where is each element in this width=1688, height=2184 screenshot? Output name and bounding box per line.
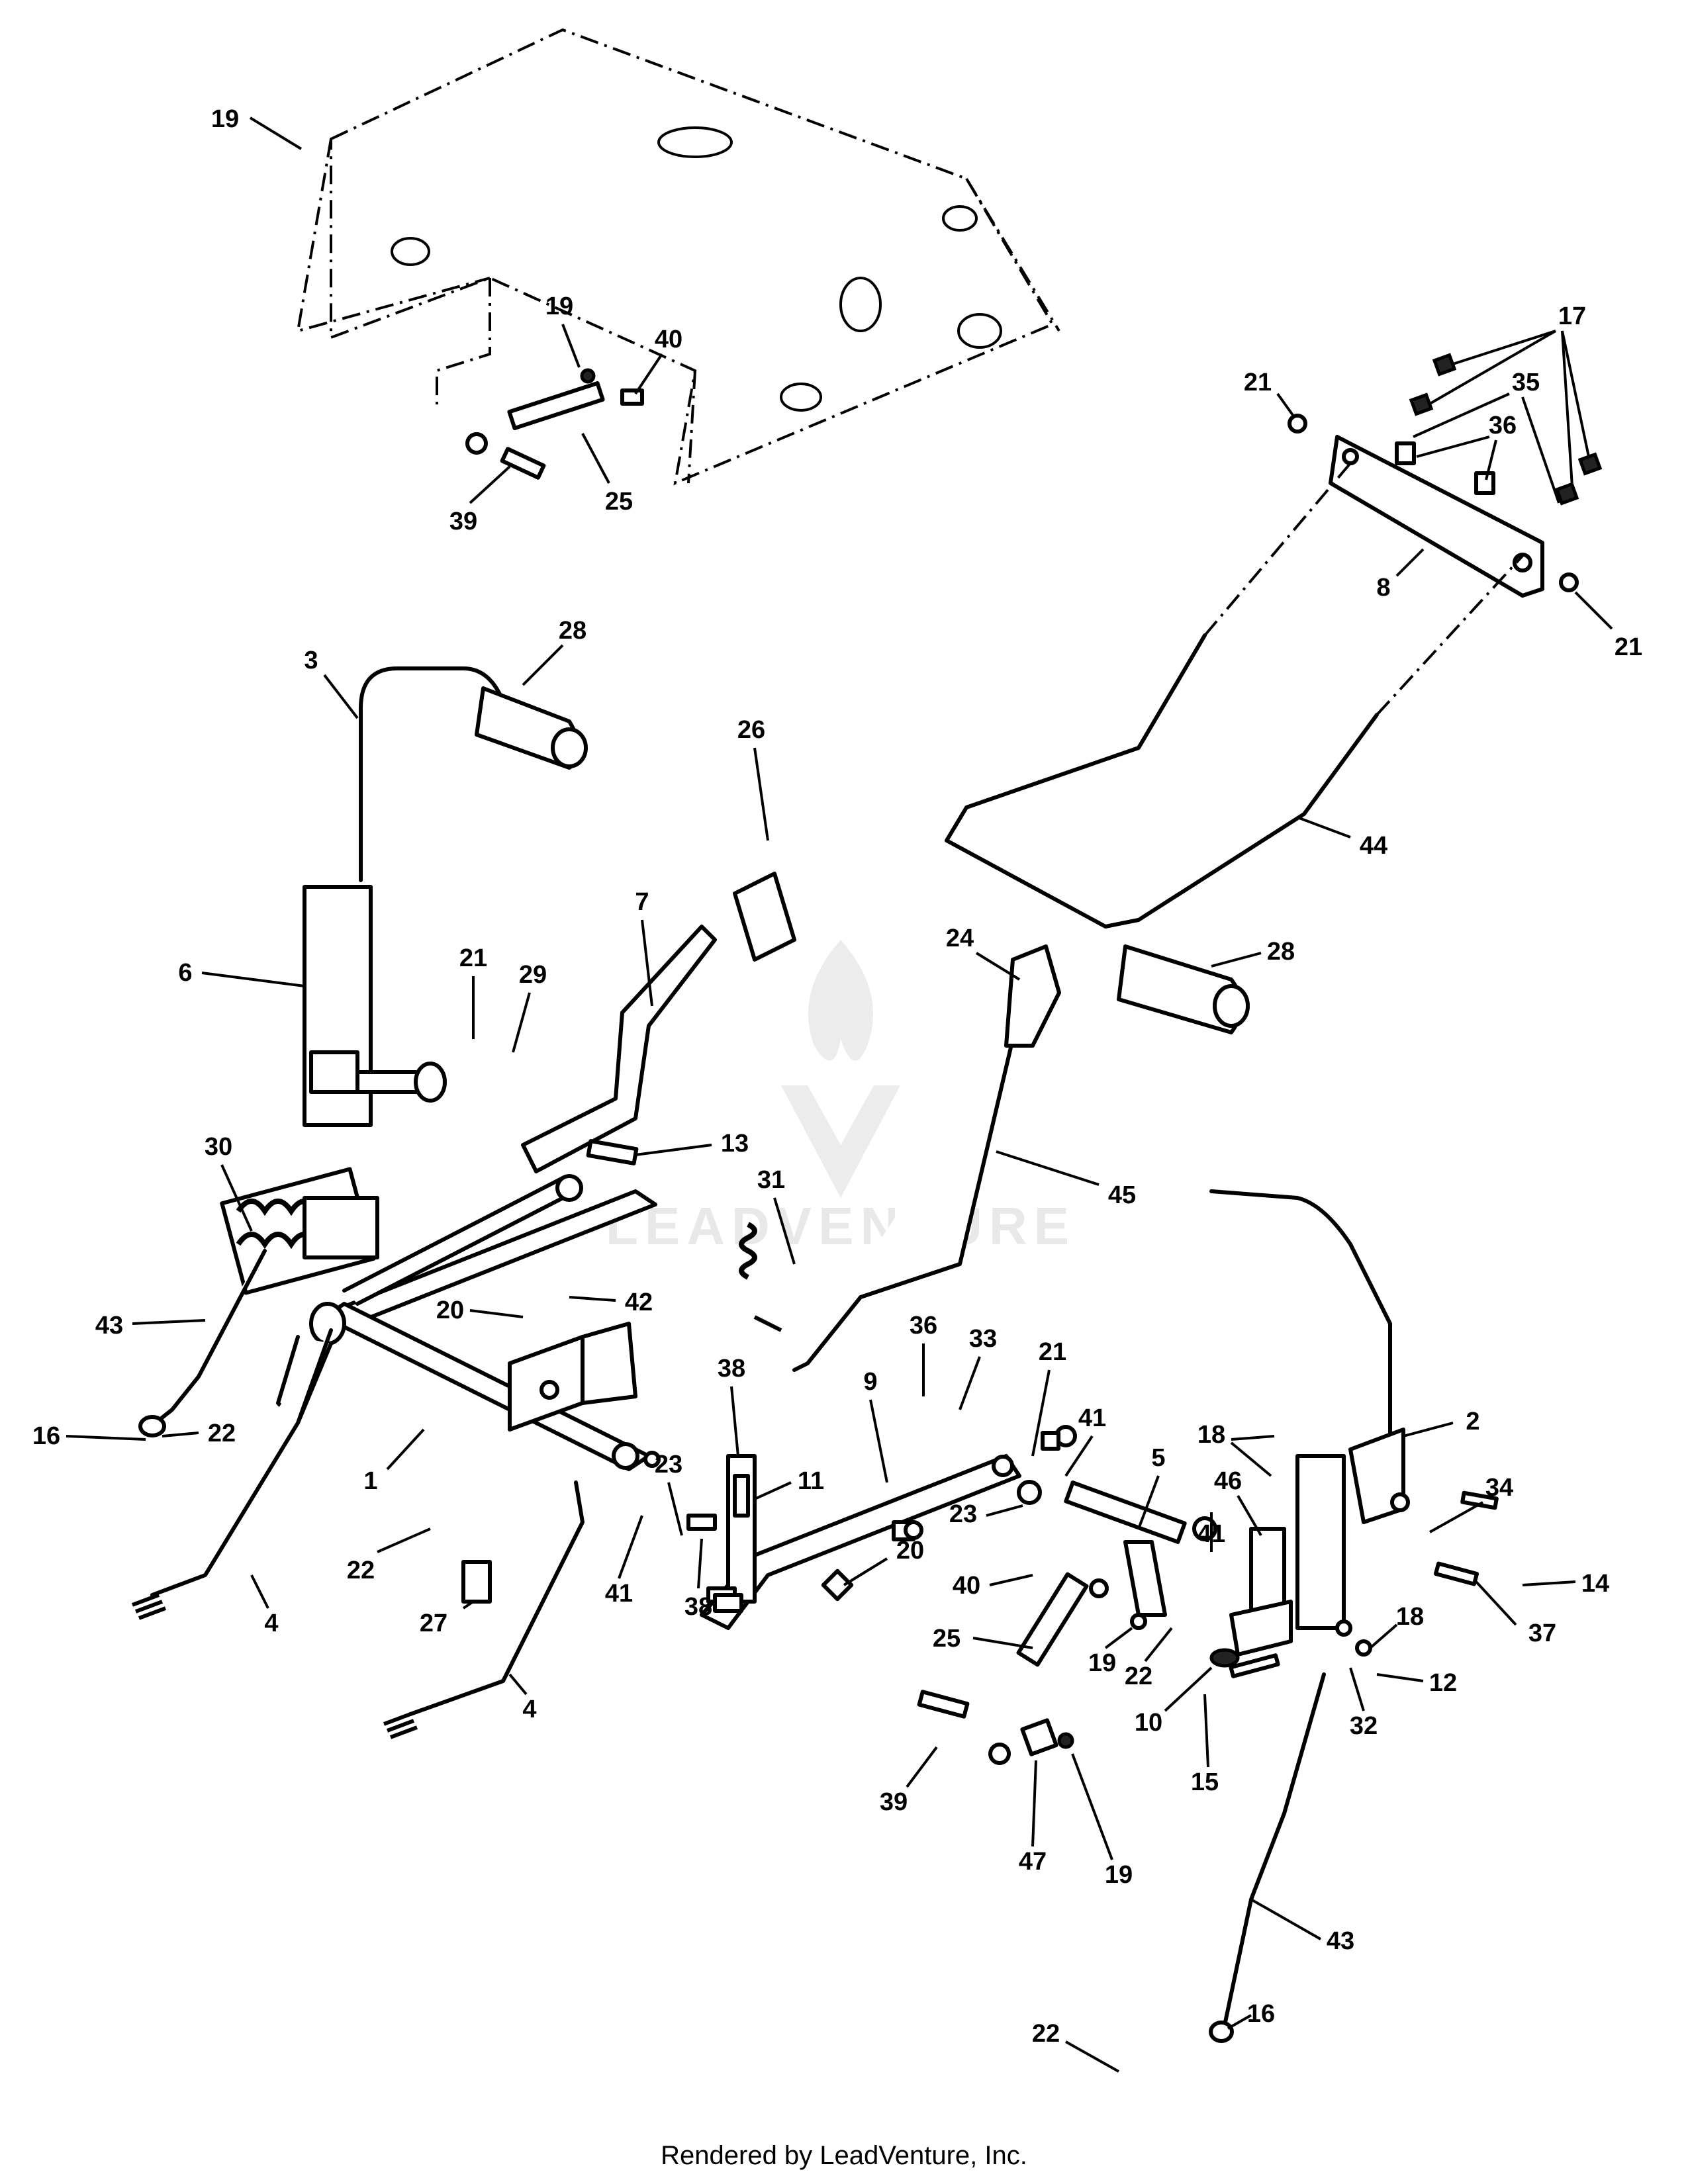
callout-35: 35 bbox=[1512, 369, 1540, 396]
callout-39-lower: 39 bbox=[880, 1788, 908, 1816]
callout-9: 9 bbox=[863, 1368, 877, 1396]
callout-21-mid: 21 bbox=[459, 944, 487, 972]
pivot-plate bbox=[700, 1454, 1021, 1630]
callout-43-left: 43 bbox=[95, 1312, 123, 1340]
callout-41-left: 41 bbox=[605, 1580, 633, 1608]
leadventure-watermark: LEADVENTURE bbox=[606, 940, 1076, 1255]
callout-20-left: 20 bbox=[436, 1297, 464, 1324]
callout-25-lower: 25 bbox=[933, 1625, 961, 1653]
rod-left bbox=[131, 1328, 333, 1620]
callout-41-upper: 41 bbox=[1078, 1404, 1106, 1432]
upper-bracket bbox=[1288, 353, 1603, 598]
callout-44: 44 bbox=[1360, 832, 1387, 860]
callout-29: 29 bbox=[519, 961, 547, 989]
callout-13: 13 bbox=[721, 1130, 749, 1158]
callout-3: 3 bbox=[304, 647, 318, 674]
callout-23-right: 23 bbox=[949, 1500, 977, 1528]
callout-40-strut: 40 bbox=[655, 326, 682, 353]
callout-20-right: 20 bbox=[896, 1537, 924, 1565]
callout-5: 5 bbox=[1151, 1444, 1165, 1472]
lever-arm bbox=[792, 944, 1061, 1372]
callout-4-mid: 4 bbox=[522, 1696, 536, 1723]
gas-strut-lower bbox=[988, 1572, 1109, 1765]
callout-32: 32 bbox=[1350, 1712, 1378, 1740]
bushing-27 bbox=[461, 1560, 492, 1604]
callout-43-right: 43 bbox=[1327, 1927, 1354, 1955]
callout-36-bracket: 36 bbox=[1489, 412, 1517, 439]
callout-24: 24 bbox=[946, 925, 974, 952]
callout-26: 26 bbox=[737, 716, 765, 744]
rod-middle bbox=[383, 1480, 585, 1739]
callout-11: 11 bbox=[798, 1467, 824, 1495]
control-arm bbox=[521, 872, 796, 1173]
callout-19-strut: 19 bbox=[545, 293, 573, 320]
callout-1: 1 bbox=[363, 1467, 377, 1495]
right-mount-bracket bbox=[1209, 1454, 1346, 1668]
callout-28-left: 28 bbox=[559, 617, 586, 645]
hardware bbox=[461, 1425, 1499, 1756]
callout-8: 8 bbox=[1376, 574, 1390, 602]
callout-22-left: 22 bbox=[208, 1420, 236, 1447]
callout-17: 17 bbox=[1558, 302, 1586, 330]
callout-18-lower: 18 bbox=[1396, 1603, 1424, 1631]
callout-33: 33 bbox=[969, 1325, 997, 1353]
callout-47: 47 bbox=[1019, 1848, 1047, 1876]
callout-4-left: 4 bbox=[264, 1610, 278, 1637]
callout-46: 46 bbox=[1214, 1467, 1242, 1495]
main-shaft bbox=[276, 1174, 657, 1471]
callout-16-left: 16 bbox=[32, 1422, 60, 1450]
callout-22-right: 22 bbox=[1125, 1662, 1152, 1690]
callout-28-right: 28 bbox=[1267, 938, 1295, 966]
callout-45: 45 bbox=[1108, 1181, 1136, 1209]
callout-42: 42 bbox=[625, 1289, 653, 1316]
callout-22-mid: 22 bbox=[347, 1557, 375, 1584]
chassis-panel bbox=[296, 28, 1060, 486]
callout-15: 15 bbox=[1191, 1768, 1219, 1796]
callout-19-lower: 19 bbox=[1088, 1649, 1116, 1677]
callout-21-lower: 21 bbox=[1039, 1338, 1066, 1366]
shaft-5 bbox=[1064, 1480, 1187, 1617]
callout-7: 7 bbox=[635, 888, 649, 916]
footer-credit: Rendered by LeadVenture, Inc. bbox=[661, 2141, 1027, 2170]
callout-40-lower: 40 bbox=[953, 1572, 980, 1600]
watermark-text: LEADVENTURE bbox=[606, 1197, 1076, 1255]
center-bracket bbox=[508, 1322, 637, 1432]
left-steering-lever bbox=[303, 666, 588, 1127]
callout-25-upper: 25 bbox=[605, 488, 633, 516]
gas-strut-upper bbox=[465, 368, 644, 480]
right-steering-lever bbox=[1117, 944, 1405, 1524]
callout-31: 31 bbox=[757, 1166, 785, 1194]
rod-43-left bbox=[138, 1249, 267, 1437]
spring-assembly bbox=[220, 1167, 379, 1295]
seat-frame-loop bbox=[945, 462, 1524, 929]
callouts: 19 19 40 25 39 17 21 35 36 8 21 3 28 26 bbox=[32, 105, 1642, 2073]
callout-37: 37 bbox=[1528, 1619, 1556, 1647]
callout-18-upper: 18 bbox=[1197, 1421, 1225, 1449]
callout-12: 12 bbox=[1429, 1669, 1457, 1697]
callout-21-bracket-right: 21 bbox=[1615, 633, 1642, 661]
callout-21-bracket-left: 21 bbox=[1244, 369, 1272, 396]
callout-34: 34 bbox=[1485, 1474, 1513, 1502]
callout-14: 14 bbox=[1581, 1570, 1609, 1598]
callout-39-upper: 39 bbox=[449, 508, 477, 535]
callout-22-bottom: 22 bbox=[1032, 2020, 1060, 2048]
callout-30: 30 bbox=[205, 1133, 232, 1161]
callout-23-left: 23 bbox=[655, 1451, 682, 1479]
callout-38-lower: 38 bbox=[684, 1593, 712, 1621]
callout-10: 10 bbox=[1135, 1709, 1162, 1737]
callout-16-right: 16 bbox=[1247, 2000, 1275, 2028]
rod-43-right bbox=[1209, 1672, 1326, 2043]
callout-41-right: 41 bbox=[1197, 1520, 1225, 1548]
callout-36-mid: 36 bbox=[910, 1312, 937, 1340]
spring bbox=[739, 1222, 782, 1332]
callout-19-top: 19 bbox=[211, 105, 239, 133]
callout-38-upper: 38 bbox=[718, 1355, 745, 1383]
callout-6: 6 bbox=[178, 959, 192, 987]
callout-27: 27 bbox=[420, 1610, 447, 1637]
callout-19-bottom: 19 bbox=[1105, 1861, 1133, 1889]
callout-2: 2 bbox=[1466, 1408, 1479, 1435]
